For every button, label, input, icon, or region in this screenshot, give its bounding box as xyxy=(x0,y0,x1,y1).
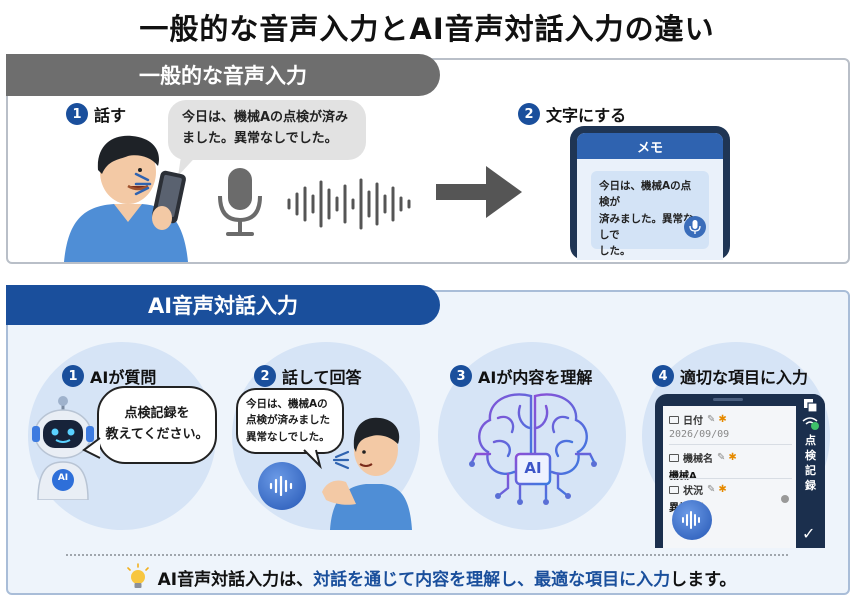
bubble-tail xyxy=(303,449,322,470)
check-icon[interactable]: ✓ xyxy=(802,524,816,543)
ai-step-1-label: 1 AIが質問 xyxy=(62,364,156,388)
required-mark-icon: ✱ xyxy=(718,484,727,495)
memo-mic-button[interactable] xyxy=(684,216,706,238)
step-number-badge: 2 xyxy=(518,103,540,125)
step-number-badge: 3 xyxy=(450,365,472,387)
inspection-side-panel: 点 検 記 録 ✓ xyxy=(796,394,825,548)
microphone-icon xyxy=(689,220,701,234)
step-number-badge: 4 xyxy=(652,365,674,387)
sound-waveform-icon xyxy=(287,178,411,230)
ai-step-4-label: 4 適切な項目に入力 xyxy=(652,364,808,388)
memo-phone: メモ 今日は、機械Aの点検が 済みました。異常なしで した。 xyxy=(570,126,730,260)
form-field-machine[interactable]: 機械名 ✎ ✱ 機械A xyxy=(669,452,737,482)
required-mark-icon: ✱ xyxy=(728,452,737,463)
bubble-tail xyxy=(82,437,101,459)
edit-icon: ✎ xyxy=(707,484,716,495)
general-step-1-label: 1 話す xyxy=(66,102,126,126)
ai-step-3-label: 3 AIが内容を理解 xyxy=(450,364,592,388)
ai-brain-chip-icon xyxy=(469,393,597,505)
answer-bubble: 今日は、機械Aの 点検が済みました 異常なしでした。 xyxy=(236,388,344,454)
phone-notch xyxy=(713,398,743,401)
voice-input-button[interactable] xyxy=(258,462,306,510)
summary-divider xyxy=(66,554,788,556)
arrow-right-icon xyxy=(436,166,522,218)
person-answering-illustration xyxy=(322,417,412,530)
ai-robot-illustration xyxy=(32,396,94,500)
status-dot xyxy=(781,495,789,503)
lightbulb-icon xyxy=(126,563,149,588)
summary-text: AI音声対話入力は、 対話を通じて内容を理解し、 最適な項目に入力 します。 xyxy=(70,563,790,591)
calendar-icon xyxy=(669,415,679,424)
machine-icon xyxy=(669,453,679,462)
ai-step-2-label: 2 話して回答 xyxy=(254,364,362,388)
ai-question-bubble: 点検記録を 教えてください。 xyxy=(97,386,217,464)
sound-lines-icon xyxy=(332,450,350,470)
microphone-icon xyxy=(218,168,262,236)
section-general-header: 一般的な音声入力 xyxy=(6,54,440,96)
step-number-badge: 1 xyxy=(66,103,88,125)
section-ai-header: AI音声対話入力 xyxy=(6,285,440,325)
edit-icon: ✎ xyxy=(707,414,716,425)
inspection-record-label: 点 検 記 録 xyxy=(805,434,816,492)
waveform-icon xyxy=(682,511,700,529)
edit-icon: ✎ xyxy=(717,452,726,463)
wifi-check-icon xyxy=(802,417,819,430)
waveform-icon xyxy=(269,476,293,496)
voice-input-button[interactable] xyxy=(672,500,712,540)
person-speaking-illustration xyxy=(64,135,188,262)
status-icon xyxy=(669,485,679,494)
step-number-badge: 1 xyxy=(62,365,84,387)
form-field-date[interactable]: 日付 ✎ ✱ 2026/09/09 xyxy=(669,414,730,440)
speech-bubble-tail xyxy=(178,150,202,176)
robot-ai-tag: AI xyxy=(57,473,69,483)
required-mark-icon: ✱ xyxy=(718,414,727,425)
ai-chip-label: AI xyxy=(524,459,542,477)
general-step-2-label: 2 文字にする xyxy=(518,102,626,126)
page-title: 一般的な音声入力とAI音声対話入力の違い xyxy=(139,12,715,46)
copy-icon[interactable] xyxy=(803,398,819,414)
memo-phone-screen: メモ 今日は、機械Aの点検が 済みました。異常なしで した。 xyxy=(577,133,723,260)
step-number-badge: 2 xyxy=(254,365,276,387)
memo-title: メモ xyxy=(577,133,723,159)
sound-lines-icon xyxy=(134,172,152,196)
